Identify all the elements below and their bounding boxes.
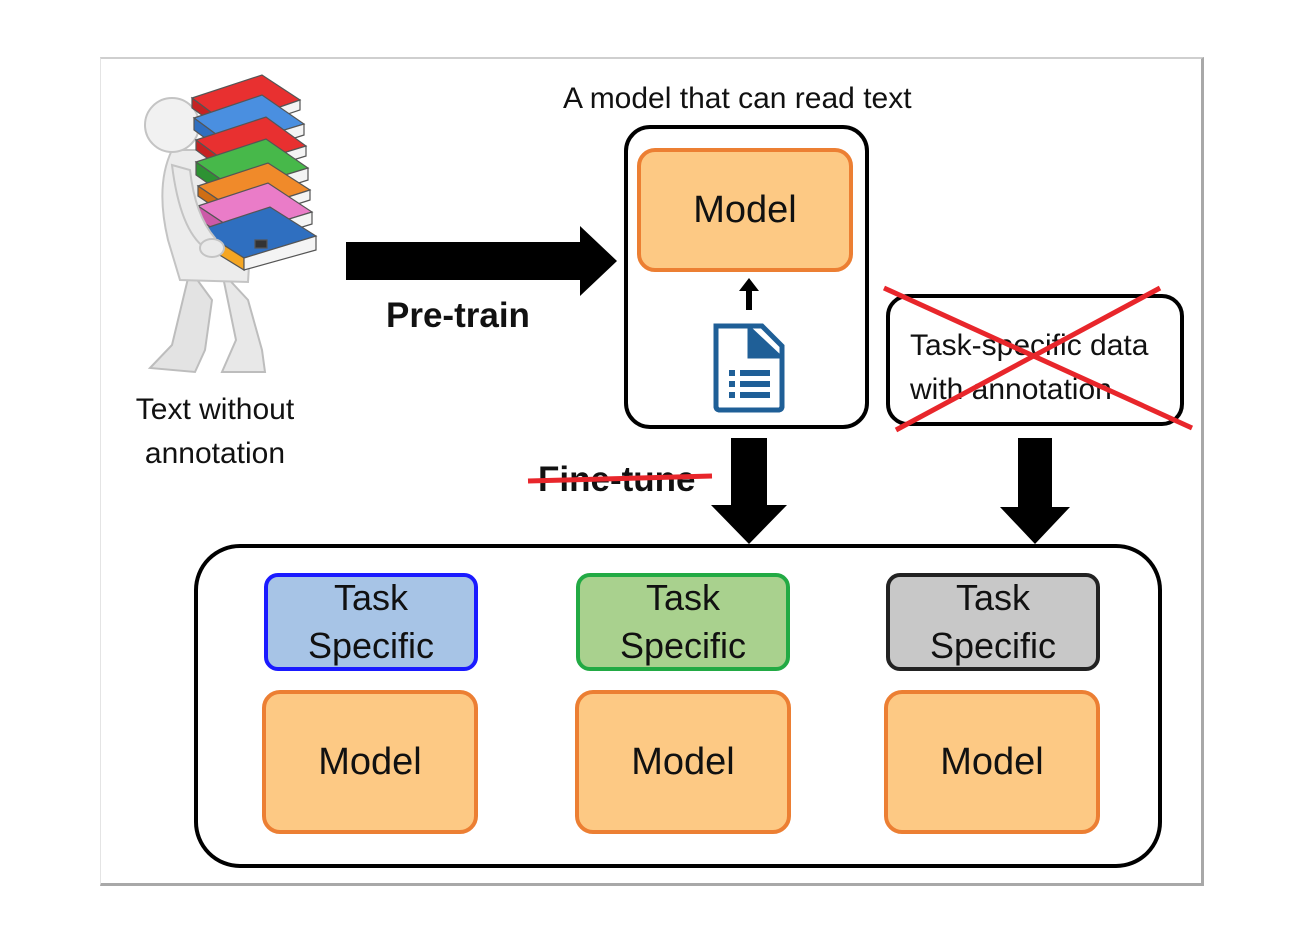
text-without-annotation-label: Text without annotation [135, 393, 295, 470]
pretrained-model-container [624, 125, 869, 429]
pretrained-model-box: Model [637, 148, 853, 272]
task-models-container [194, 544, 1162, 868]
model-caption: A model that can read text [563, 82, 912, 115]
task-model-2: Model [575, 690, 791, 834]
task-specific-head-green: Task Specific [576, 573, 790, 671]
task-model-3: Model [884, 690, 1100, 834]
task-specific-head-blue: Task Specific [264, 573, 478, 671]
pretrain-label: Pre-train [386, 296, 530, 335]
book-stack [190, 74, 318, 272]
task-specific-head-gray: Task Specific [886, 573, 1100, 671]
task-model-1: Model [262, 690, 478, 834]
